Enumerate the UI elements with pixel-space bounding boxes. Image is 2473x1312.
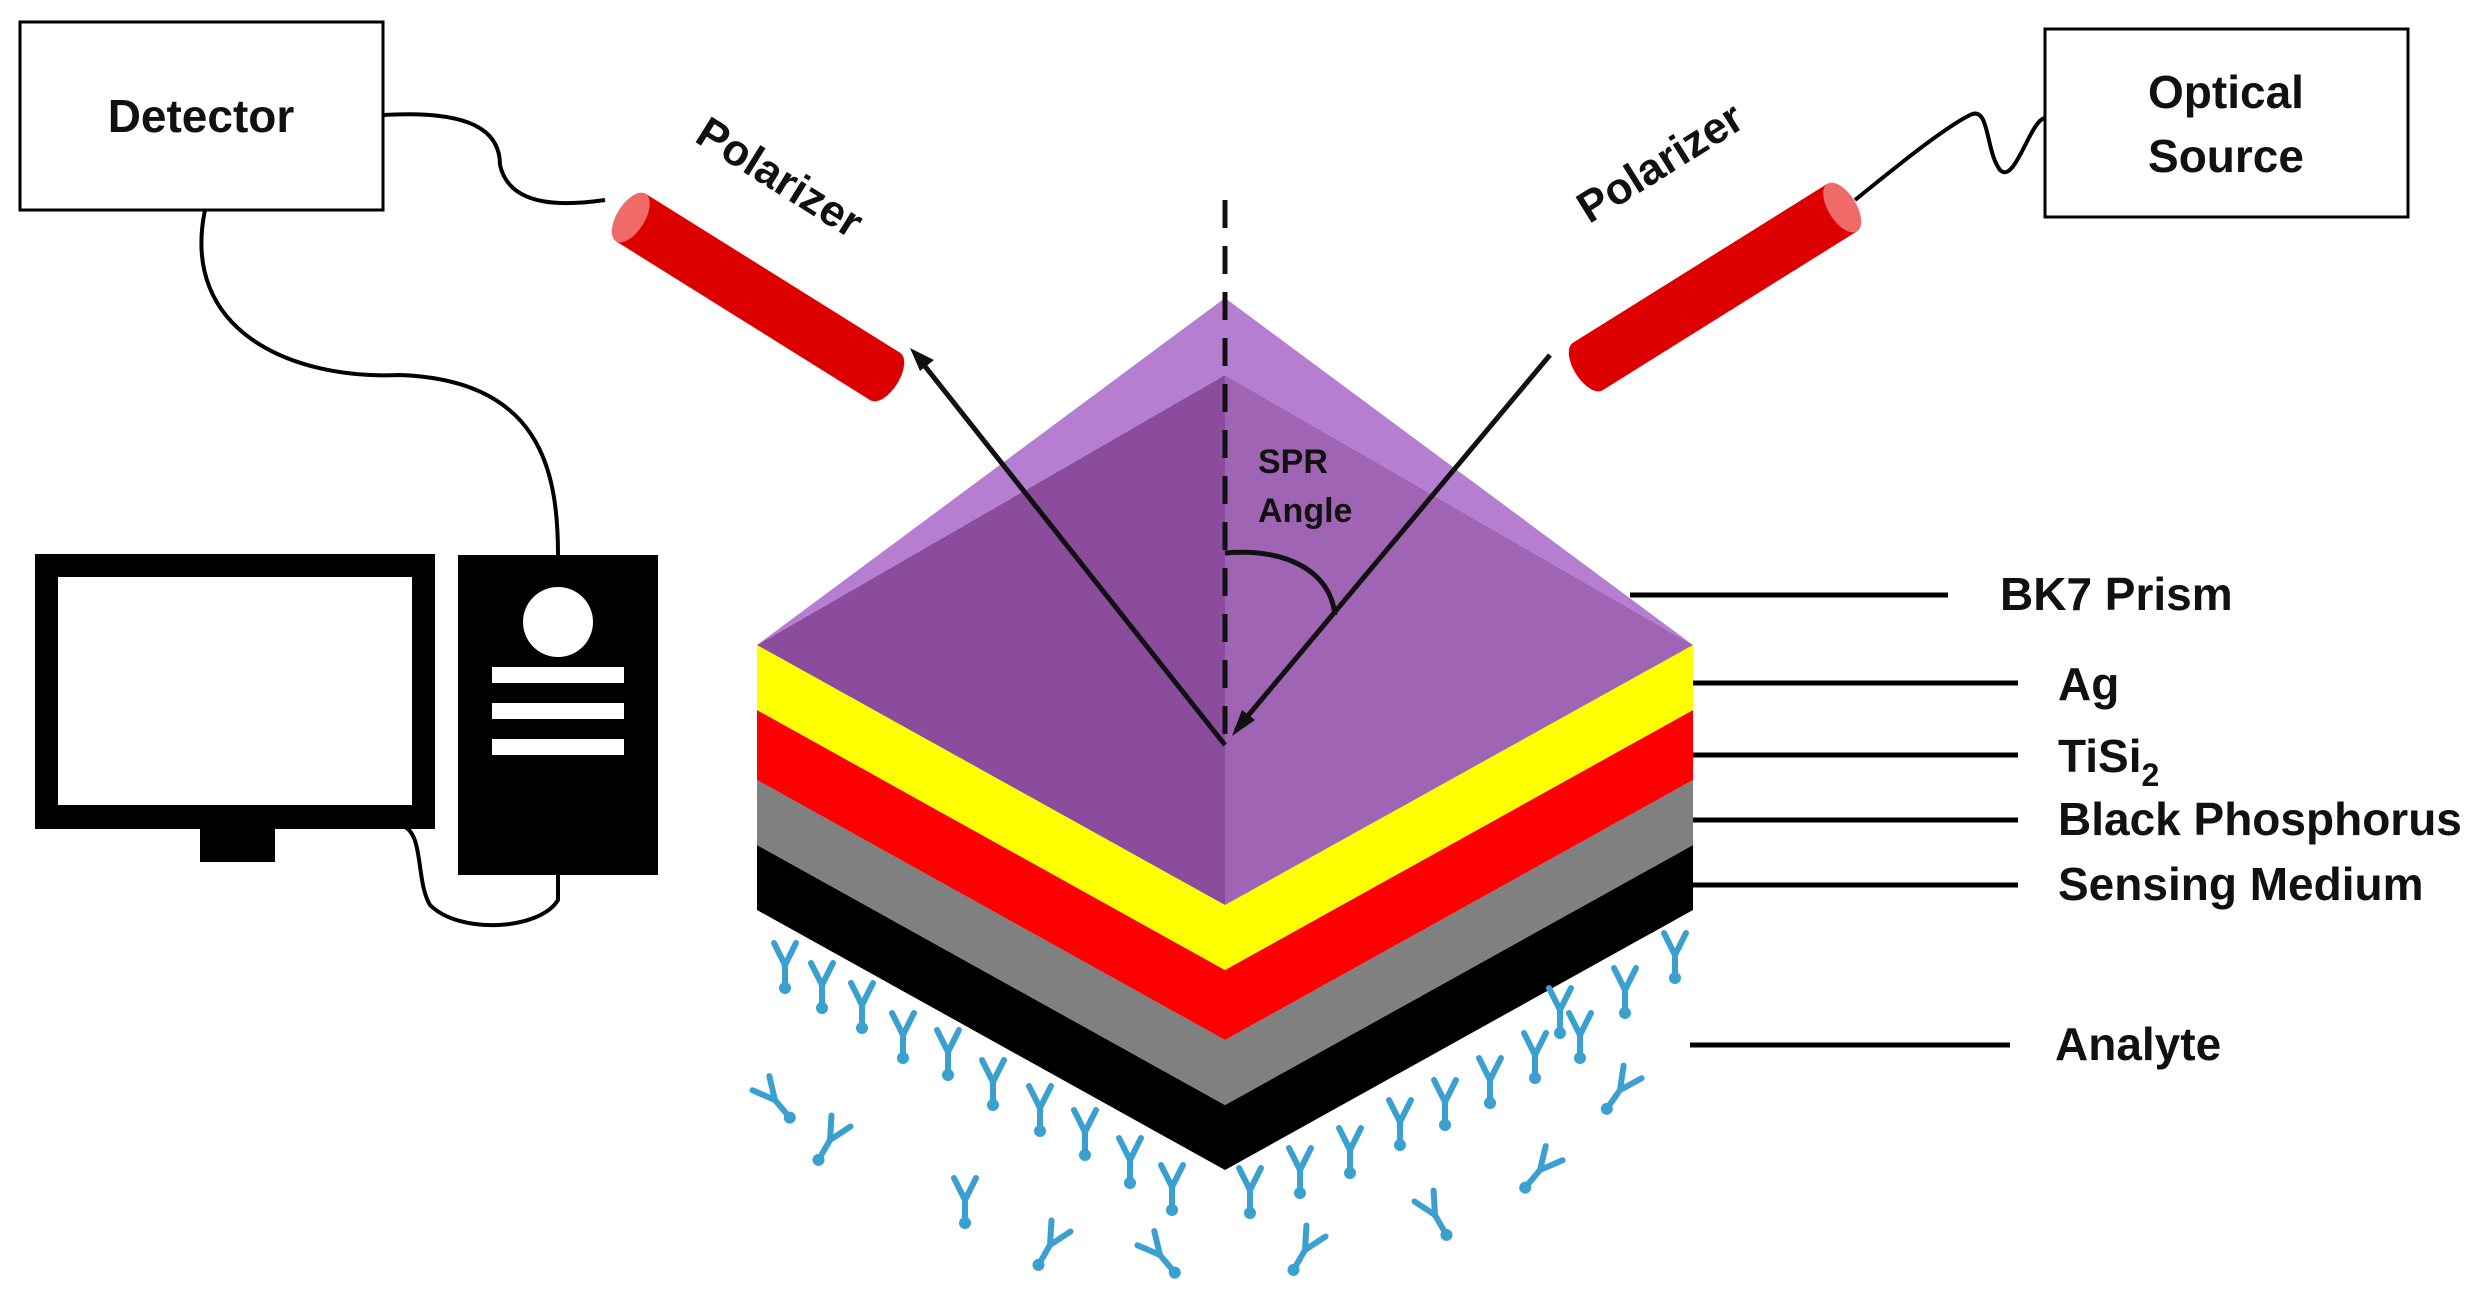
spr-angle-arc [1224,549,1338,616]
polarizer-right-label: Polarizer [1569,93,1753,233]
antibody-icon [934,1027,962,1081]
sensor-stack [757,298,1693,1170]
polarizer-right-icon [1568,182,1862,392]
label-black-phosphorus: Black Phosphorus [2058,793,2462,845]
antibody-icon [1158,1162,1186,1216]
label-tisi2: TiSi2 [2058,730,2159,793]
antibody-icon [1521,1030,1549,1084]
polarizer-left-icon [611,192,905,402]
antibody-icon [812,1112,854,1166]
optical-source-label-line2: Source [2148,130,2304,182]
prism-left-face [757,375,1225,905]
antibody-icon [1611,965,1639,1019]
antibody-icon [749,1073,796,1124]
antibody-icon [1411,1187,1453,1241]
antibody-icon [1476,1055,1504,1109]
antibody-icon [1600,1062,1645,1115]
detector-label: Detector [108,90,295,142]
label-tisi2-subscript: 2 [2142,757,2160,793]
prism-right-face [1225,375,1693,905]
label-analyte: Analyte [2055,1018,2221,1070]
antibody-icon [1546,985,1574,1039]
cable-monitor-to-tower [399,823,560,928]
antibody-icon [1519,1143,1566,1194]
incident-beam [1234,353,1552,732]
antibody-icon [979,1057,1007,1111]
reflected-beam [918,358,1227,747]
incident-beam-arrowhead [1232,710,1255,736]
leader-lines [1630,592,2018,1048]
cables [199,111,2046,928]
cable-source-to-polarizer [1853,111,2046,202]
tisi2-layer [757,710,1693,1040]
antibody-icon [1286,1145,1314,1199]
label-ag: Ag [2058,658,2119,710]
antibody-icon [1386,1097,1414,1151]
antibody-icon [889,1010,917,1064]
optical-beams [910,200,1552,748]
computer-monitor-icon [35,554,435,862]
cable-detector-to-polarizer [382,112,606,206]
reflected-beam-arrowhead [910,348,934,371]
label-sensing-medium: Sensing Medium [2058,858,2423,910]
antibody-icon [1032,1217,1074,1271]
prism-top-rim [757,298,1693,645]
cable-detector-to-computer [199,209,560,556]
spr-angle-label-line2: Angle [1258,492,1352,530]
antibody-icon [1116,1135,1144,1189]
spr-angle-label-line1: SPR [1258,443,1328,481]
detector-box: Detector [18,20,385,212]
antibody-icon [1661,930,1689,984]
antibody-icon [1071,1107,1099,1161]
antibody-icon [1431,1077,1459,1131]
computer-tower-icon [458,555,658,875]
polarizer-left-label: Polarizer [688,108,872,248]
optical-source-label-line1: Optical [2148,66,2304,118]
antibody-icon [1026,1083,1054,1137]
optical-source-box: Optical Source [2043,27,2410,219]
antibody-icon [848,980,876,1034]
label-bk7-prism: BK7 Prism [2000,568,2233,620]
analyte-antibodies [749,930,1689,1279]
computer [35,554,658,875]
antibody-icon [1336,1125,1364,1179]
antibody-icon [1236,1165,1264,1219]
label-tisi2-main: TiSi [2058,730,2142,782]
antibody-icon [1287,1222,1329,1276]
antibody-icon [1134,1228,1181,1279]
antibody-icon [771,940,799,994]
antibody-icon [1566,1010,1594,1064]
antibody-icon [951,1175,979,1229]
antibody-icon [808,960,836,1014]
